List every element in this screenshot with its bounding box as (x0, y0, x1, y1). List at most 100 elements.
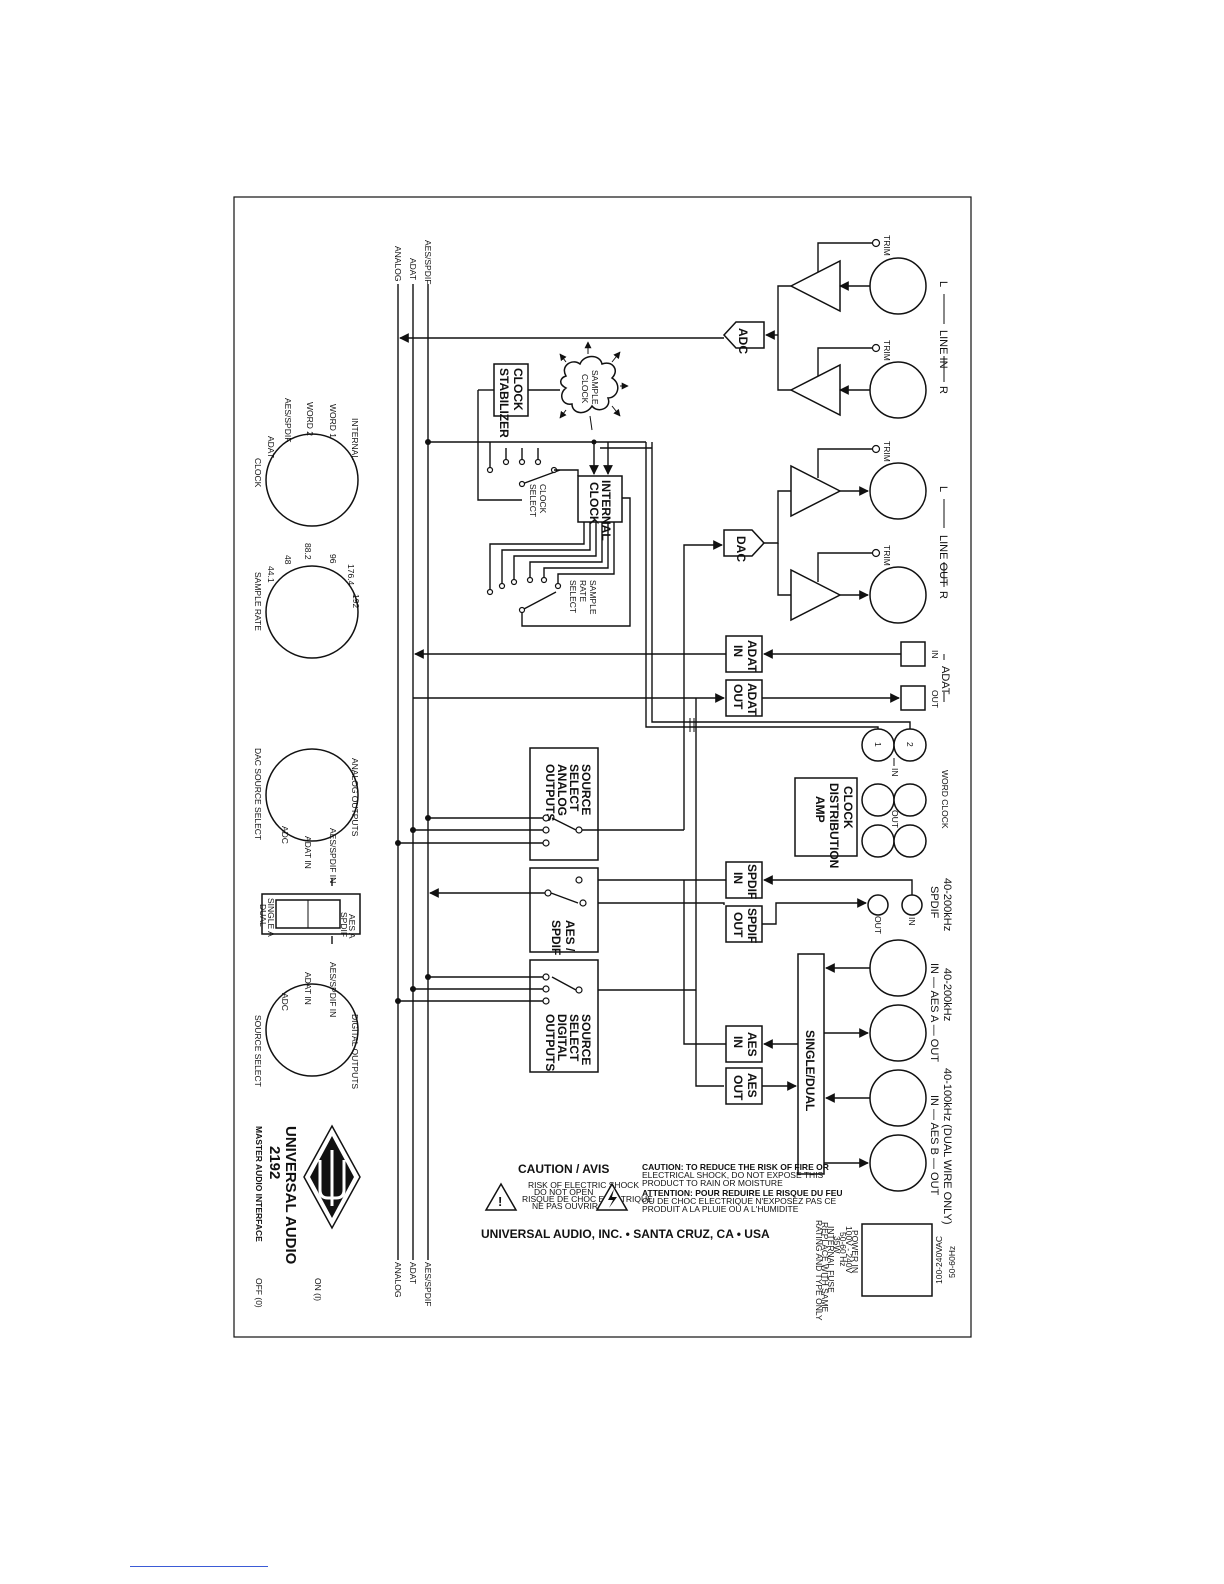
svg-text:1: 1 (873, 742, 883, 747)
svg-text:DIGITAL OUTPUTS: DIGITAL OUTPUTS (350, 1014, 360, 1089)
bus-label-adat-bottom: ADAT (408, 1262, 418, 1284)
svg-text:SPDIF: SPDIF (549, 920, 563, 955)
svg-text:ELECTRICAL SHOCK, DO NOT EXPOS: ELECTRICAL SHOCK, DO NOT EXPOSE THIS (642, 1170, 824, 1180)
aes-out-block (725, 1067, 763, 1105)
svg-text:AES/SPDIF IN: AES/SPDIF IN (328, 962, 338, 1017)
brand-model: 2192 (266, 1146, 283, 1179)
svg-text:RATE: RATE (578, 580, 588, 602)
svg-text:CLOCK: CLOCK (253, 458, 263, 488)
svg-text:IN: IN (731, 872, 745, 884)
svg-text:SELECT: SELECT (528, 484, 538, 517)
svg-text:CLOCK: CLOCK (538, 484, 548, 514)
svg-text:CLOCK: CLOCK (580, 374, 590, 404)
svg-text:ADC: ADC (280, 826, 290, 844)
svg-text:ADC: ADC (736, 328, 750, 354)
svg-text:SPDIF: SPDIF (928, 886, 940, 919)
dac-source-select-knob[interactable] (265, 748, 359, 842)
aes-a-in-jack (869, 939, 927, 997)
svg-text:ADC: ADC (280, 993, 290, 1011)
svg-text:SELECT: SELECT (567, 1014, 581, 1062)
svg-text:AMP: AMP (813, 796, 827, 823)
svg-text:SPDIF: SPDIF (339, 912, 349, 937)
adat-out-block (725, 679, 763, 717)
aes-a-out-jack (869, 1004, 927, 1062)
svg-text:CLOCK: CLOCK (587, 482, 601, 525)
aes-section: 40-200kHz IN — AES A — OUT 40-100kHz (DU… (586, 698, 953, 1224)
svg-text:DO NOT OPEN: DO NOT OPEN (534, 1187, 593, 1197)
svg-text:ADAT: ADAT (745, 640, 759, 673)
clock-distribution-amp (794, 777, 858, 857)
spdif-out-jack (867, 894, 889, 916)
svg-text:ADAT IN: ADAT IN (303, 972, 313, 1005)
svg-text:R: R (937, 386, 949, 394)
clock-knob[interactable] (265, 433, 359, 527)
svg-text:STABILIZER: STABILIZER (497, 368, 511, 438)
line-out-left-jack (869, 462, 927, 520)
svg-text:AES: AES (745, 1073, 759, 1098)
svg-text:DUAL: DUAL (258, 904, 268, 927)
svg-text:SAMPLE: SAMPLE (590, 370, 600, 405)
svg-text:DAC: DAC (734, 536, 748, 562)
brand-subtitle: MASTER AUDIO INTERFACE (254, 1126, 264, 1242)
source-select-analog-block (529, 747, 599, 861)
svg-text:50-60 Hz: 50-60 Hz (838, 1232, 848, 1267)
brand-name: UNIVERSAL AUDIO (282, 1126, 299, 1265)
svg-text:DISTRIBUTION: DISTRIBUTION (827, 783, 841, 868)
bus-label-aes-bottom: AES/SPDIF (423, 1262, 433, 1306)
line-out-right-jack (869, 566, 927, 624)
line-in-section: TRIM TRIM L R LINE IN ADC (399, 235, 949, 419)
svg-text:REPLACE WITH SAME: REPLACE WITH SAME (820, 1222, 830, 1313)
svg-text:CLOCK: CLOCK (841, 786, 855, 829)
sample-clock-cloud (560, 355, 619, 414)
svg-text:DAC SOURCE SELECT: DAC SOURCE SELECT (253, 748, 263, 840)
company-line: UNIVERSAL AUDIO, INC. • SANTA CRUZ, CA •… (481, 1227, 770, 1241)
digital-source-select-knob[interactable] (265, 983, 359, 1077)
line-in-right-jack (869, 361, 927, 419)
aes-b-in-jack (869, 1069, 927, 1127)
internal-clock-block (577, 475, 623, 523)
svg-text:NE PAS OUVRIR: NE PAS OUVRIR (532, 1201, 598, 1211)
svg-text:44.1: 44.1 (266, 566, 276, 583)
branding: UNIVERSAL AUDIO 2192 MASTER AUDIO INTERF… (254, 1124, 361, 1308)
svg-text:OUT: OUT (731, 912, 745, 938)
svg-text:SPDIF: SPDIF (745, 864, 759, 899)
svg-text:IN: IN (930, 650, 940, 659)
svg-text:SAMPLE: SAMPLE (588, 580, 598, 615)
line-in-left-jack (869, 257, 927, 315)
bus-label-aes-top: AES/SPDIF (423, 240, 433, 284)
line-in-right-amp (789, 363, 841, 417)
source-select-section: SOURCE SELECT ANALOG OUTPUTS AES / SPDIF… (395, 747, 684, 1073)
adat-section: ADAT IN ADAT OUT IN OUT ADAT (413, 635, 951, 717)
svg-text:PRODUIT A LA PLUIE OU A L'HUMI: PRODUIT A LA PLUIE OU A L'HUMIDITE (642, 1204, 799, 1214)
svg-text:WORD 2: WORD 2 (305, 402, 315, 436)
svg-text:88.2: 88.2 (303, 543, 313, 560)
svg-text:IN: IN (731, 645, 745, 657)
spdif-section: SPDIF IN SPDIF OUT OUT IN 40-200kHz SPDI… (581, 861, 953, 943)
svg-text:SOURCE: SOURCE (579, 764, 593, 815)
svg-text:AES/SPDIF: AES/SPDIF (283, 398, 293, 442)
svg-text:OUTPUTS: OUTPUTS (543, 764, 557, 821)
svg-text:INTERNAL: INTERNAL (350, 418, 360, 460)
svg-text:IN — AES A — OUT: IN — AES A — OUT (928, 963, 940, 1062)
source-select-digital-block (529, 959, 599, 1073)
word-clock-section: 1 2 IN OUT WORD CLOCK CLOCK DISTRIBUTION… (645, 442, 950, 868)
svg-text:TRIM: TRIM (882, 441, 892, 462)
svg-text:DIGITAL: DIGITAL (555, 1014, 569, 1061)
svg-text:100-240VAC: 100-240VAC (934, 1236, 944, 1284)
svg-text:POWER IN: POWER IN (850, 1230, 860, 1273)
svg-text:ADAT: ADAT (939, 666, 951, 695)
svg-text:IN: IN (907, 917, 917, 926)
signal-buses: AES/SPDIF ADAT ANALOG AES/SPDIF ADAT ANA… (393, 240, 433, 1306)
panel-frame (233, 196, 972, 1338)
aes-b-out-jack (869, 1134, 927, 1192)
svg-text:IN: IN (731, 1036, 745, 1048)
svg-text:100V - 240V: 100V - 240V (844, 1226, 854, 1274)
svg-text:LINE OUT: LINE OUT (937, 535, 949, 586)
svg-text:176.4: 176.4 (346, 564, 356, 586)
sample-rate-knob[interactable] (265, 565, 359, 659)
svg-text:AES/SPDIF IN: AES/SPDIF IN (328, 828, 338, 883)
svg-text:IN — AES B — OUT: IN — AES B — OUT (928, 1095, 940, 1196)
svg-text:SOURCE: SOURCE (579, 1014, 593, 1065)
svg-text:OU DE CHOC ELECTRIQUE N'EXPOSE: OU DE CHOC ELECTRIQUE N'EXPOSEZ PAS CE (642, 1196, 836, 1206)
svg-text:SINGLE/DUAL: SINGLE/DUAL (803, 1030, 817, 1111)
